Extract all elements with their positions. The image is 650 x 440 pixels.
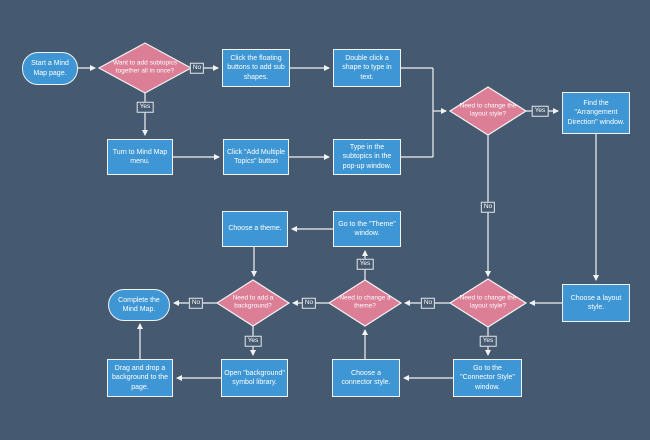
decision-need-layout-top-shape xyxy=(448,86,528,136)
edge-label-yes: Yes xyxy=(531,105,549,117)
process-arrangement-window[interactable]: Find the "Arrangement Direction" window. xyxy=(562,92,630,134)
edge-label-no: No xyxy=(189,62,205,74)
process-double-click[interactable]: Double click a shape to type in text. xyxy=(333,49,401,87)
process-connector-window[interactable]: Go to the "Connector Style" window. xyxy=(453,359,522,397)
edge-label-yes: Yes xyxy=(479,335,497,347)
process-floating-buttons[interactable]: Click the floating buttons to add sub sh… xyxy=(222,49,290,87)
decision-need-layout-bottom[interactable]: Need to change the layout style? xyxy=(459,294,517,310)
decision-want-subtopics[interactable]: Want to add subtopics together all in on… xyxy=(112,59,178,75)
process-choose-connector[interactable]: Choose a connector style. xyxy=(332,359,400,397)
decision-shapes xyxy=(97,42,528,328)
process-open-background[interactable]: Open "background" symbol library. xyxy=(221,359,288,397)
terminator-start[interactable]: Start a Mind Map page. xyxy=(22,52,78,85)
process-add-multiple-topics[interactable]: Click "Add Multiple Topics" button xyxy=(223,139,289,175)
decision-need-background-shape xyxy=(215,279,291,327)
process-theme-window[interactable]: Go to the "Theme" window. xyxy=(333,211,401,247)
process-mindmap-menu[interactable]: Turn to Mind Map menu. xyxy=(107,139,173,175)
terminator-complete[interactable]: Complete the Mind Map. xyxy=(108,289,170,321)
decision-need-theme-shape xyxy=(327,279,403,327)
decision-need-background[interactable]: Need to add a background? xyxy=(232,294,274,310)
edge-label-yes: Yes xyxy=(356,258,374,270)
process-type-subtopics[interactable]: Type in the subtopics in the pop-up wind… xyxy=(333,139,401,175)
edge-label-no: No xyxy=(480,201,496,213)
edge-label-no: No xyxy=(301,297,317,309)
decision-need-layout-top[interactable]: Need to change the layout style? xyxy=(459,102,517,118)
decision-need-theme[interactable]: Need to change a theme? xyxy=(339,294,391,310)
process-choose-theme[interactable]: Choose a theme. xyxy=(222,211,288,247)
decision-need-layout-bottom-shape xyxy=(448,278,528,328)
connectors xyxy=(78,65,599,381)
edge-label-yes: Yes xyxy=(244,335,262,347)
process-drag-background[interactable]: Drag and drop a background to the page. xyxy=(107,359,173,397)
edge-label-no: No xyxy=(420,297,436,309)
process-choose-layout[interactable]: Choose a layout style. xyxy=(562,284,630,322)
edge-label-yes: Yes xyxy=(136,101,154,113)
edge-label-no: No xyxy=(188,297,204,309)
